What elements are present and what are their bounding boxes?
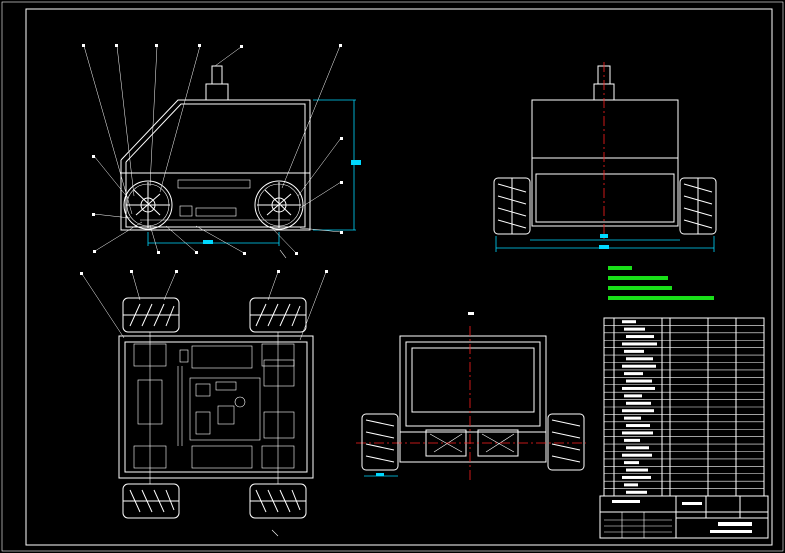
parts-list-text: [622, 431, 653, 435]
parts-list-text: [624, 438, 640, 442]
parts-list-text: [626, 468, 648, 472]
parts-list-text: [622, 453, 652, 457]
control-board-icon: [137, 345, 295, 469]
mecanum-wheel-icon: [122, 483, 180, 519]
parts-list-table: [603, 317, 765, 497]
top-view: [80, 249, 328, 537]
parts-list-text: [622, 409, 654, 413]
parts-list-text: [624, 349, 644, 353]
parts-list-text: [622, 475, 651, 479]
parts-list-text: [626, 379, 652, 383]
parts-list-text: [626, 424, 650, 428]
mecanum-wheel-icon: [249, 297, 307, 333]
mecanum-wheel-icon: [123, 180, 173, 230]
camera-mast-icon: [211, 65, 223, 85]
parts-list-text: [626, 446, 649, 450]
mecanum-wheel-icon: [547, 413, 585, 471]
parts-list-text: [622, 364, 656, 368]
parts-list-text: [622, 386, 655, 390]
technical-notes: [608, 266, 714, 300]
parts-list-text: [624, 327, 645, 331]
parts-list-text: [624, 483, 638, 487]
parts-list-text: [622, 320, 636, 324]
mecanum-wheel-icon: [122, 297, 180, 333]
mecanum-wheel-icon: [249, 483, 307, 519]
parts-list-text: [624, 372, 643, 376]
parts-list-text: [626, 490, 647, 494]
parts-list-text: [622, 342, 657, 346]
parts-list-text: [624, 416, 641, 420]
mecanum-wheel-icon: [493, 177, 531, 235]
mecanum-wheel-icon: [254, 180, 304, 230]
mecanum-wheel-icon: [679, 177, 717, 235]
parts-list-text: [626, 335, 654, 339]
parts-list-text: [626, 357, 653, 361]
parts-list-text: [624, 394, 642, 398]
title-block: [599, 495, 769, 539]
parts-list-text: [626, 401, 651, 405]
mecanum-wheel-icon: [361, 413, 399, 471]
side-view: [493, 62, 717, 252]
parts-list-text: [624, 461, 639, 465]
section-view: [356, 312, 586, 482]
front-view: [82, 44, 361, 255]
sheet-inner-border: [25, 8, 773, 546]
